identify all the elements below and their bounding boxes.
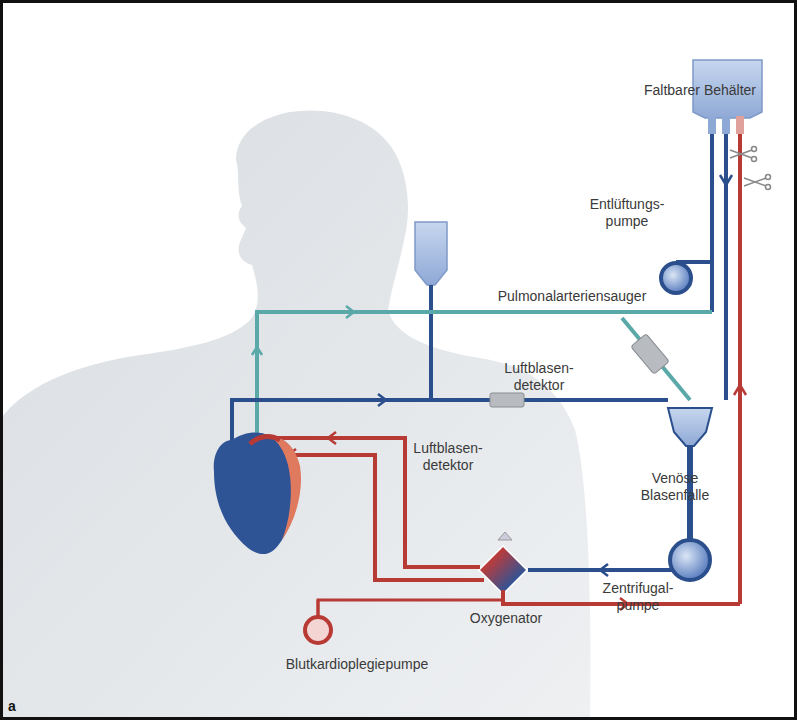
- trap-label: Venöse Blasenfalle: [630, 470, 720, 504]
- detector-label: Luftblasen- detektor: [496, 360, 582, 394]
- detector-label: Luftblasen- detektor: [408, 440, 488, 474]
- pump-label: Entlüftungs- pumpe: [585, 196, 669, 230]
- container-label: Faltbarer Behälter: [640, 82, 760, 99]
- oxygenator-label: Oxygenator: [456, 610, 556, 627]
- pump-label: Zentrifugal- pumpe: [596, 580, 680, 614]
- sucker-label: Pulmonalarteriensauger: [452, 288, 692, 305]
- panel-letter: a: [8, 698, 28, 715]
- cardioplegia-label: Blutkardioplegiepumpe: [262, 656, 452, 673]
